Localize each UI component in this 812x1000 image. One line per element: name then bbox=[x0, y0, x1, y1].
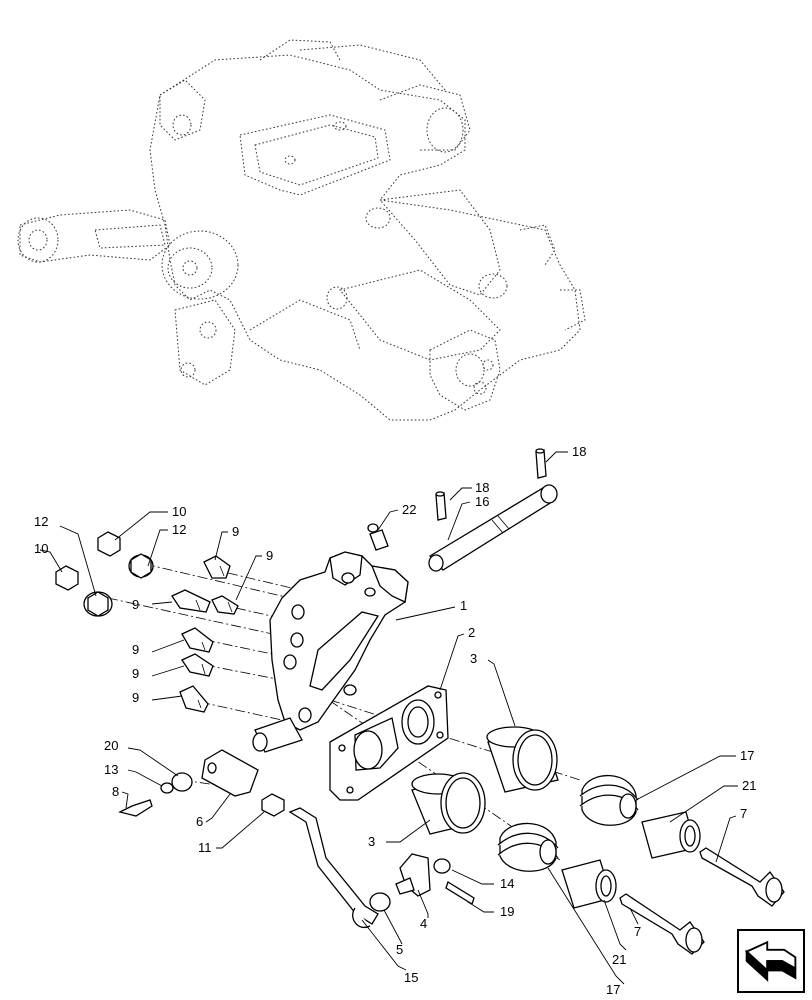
callout-17-upper: 17 bbox=[740, 748, 754, 763]
callout-19: 19 bbox=[500, 904, 514, 919]
callout-21-upper: 21 bbox=[742, 778, 756, 793]
pin-part-lower bbox=[435, 491, 447, 521]
callout-10-left: 10 bbox=[34, 541, 48, 556]
pin-part-upper bbox=[535, 448, 547, 479]
tractor-housing-ghost bbox=[17, 39, 586, 421]
callout-18-upper: 18 bbox=[572, 444, 586, 459]
spacer-part-upper bbox=[641, 811, 701, 859]
callout-4: 4 bbox=[420, 916, 427, 931]
main-bracket-part bbox=[252, 551, 409, 753]
callout-12-left: 12 bbox=[34, 514, 48, 529]
callout-9-a: 9 bbox=[232, 524, 239, 539]
return-arrow-icon-graphic bbox=[744, 940, 797, 982]
long-bolt-part-upper bbox=[699, 847, 785, 907]
callout-11: 11 bbox=[198, 840, 212, 855]
gasket-plate-part bbox=[329, 685, 449, 801]
return-arrow-icon[interactable] bbox=[737, 929, 805, 993]
bolt-part-row bbox=[171, 555, 239, 713]
assembly-axes bbox=[107, 563, 581, 861]
spring-part-upper bbox=[579, 774, 639, 826]
callout-2: 2 bbox=[468, 625, 475, 640]
callout-12-right: 12 bbox=[172, 522, 186, 537]
lever-arm-part bbox=[395, 853, 475, 905]
callout-9-f: 9 bbox=[132, 690, 139, 705]
spacer-part-lower bbox=[561, 859, 617, 909]
long-bolt-part-lower bbox=[619, 893, 705, 955]
callout-17-lower: 17 bbox=[606, 982, 620, 997]
callout-5: 5 bbox=[396, 942, 403, 957]
callout-9-d: 9 bbox=[132, 642, 139, 657]
callout-9-e: 9 bbox=[132, 666, 139, 681]
spring-part-lower bbox=[497, 822, 559, 872]
callout-8: 8 bbox=[112, 784, 119, 799]
grease-nipple-part bbox=[367, 523, 389, 551]
callout-7-upper: 7 bbox=[740, 806, 747, 821]
clamp-block-part bbox=[118, 749, 285, 817]
callout-9-c: 9 bbox=[132, 597, 139, 612]
callout-10-upper: 10 bbox=[172, 504, 186, 519]
shaft-part bbox=[428, 484, 558, 572]
bushing-part-upper bbox=[486, 726, 559, 793]
callout-20: 20 bbox=[104, 738, 118, 753]
callout-18-lower: 18 bbox=[475, 480, 489, 495]
callout-15: 15 bbox=[404, 970, 418, 985]
callout-21-lower: 21 bbox=[612, 952, 626, 967]
callout-22: 22 bbox=[402, 502, 416, 517]
callout-14: 14 bbox=[500, 876, 514, 891]
callout-3-upper: 3 bbox=[470, 651, 477, 666]
callout-6: 6 bbox=[196, 814, 203, 829]
lever-rod-part bbox=[288, 807, 391, 929]
callout-16: 16 bbox=[475, 494, 489, 509]
callout-13: 13 bbox=[104, 762, 118, 777]
callout-9-b: 9 bbox=[266, 548, 273, 563]
callout-1: 1 bbox=[460, 598, 467, 613]
callout-3-lower: 3 bbox=[368, 834, 375, 849]
callouts: 18 18 16 22 10 12 9 9 12 10 9 9 9 bbox=[34, 444, 756, 997]
bushing-part-lower bbox=[411, 772, 486, 835]
callout-7-lower: 7 bbox=[634, 924, 641, 939]
